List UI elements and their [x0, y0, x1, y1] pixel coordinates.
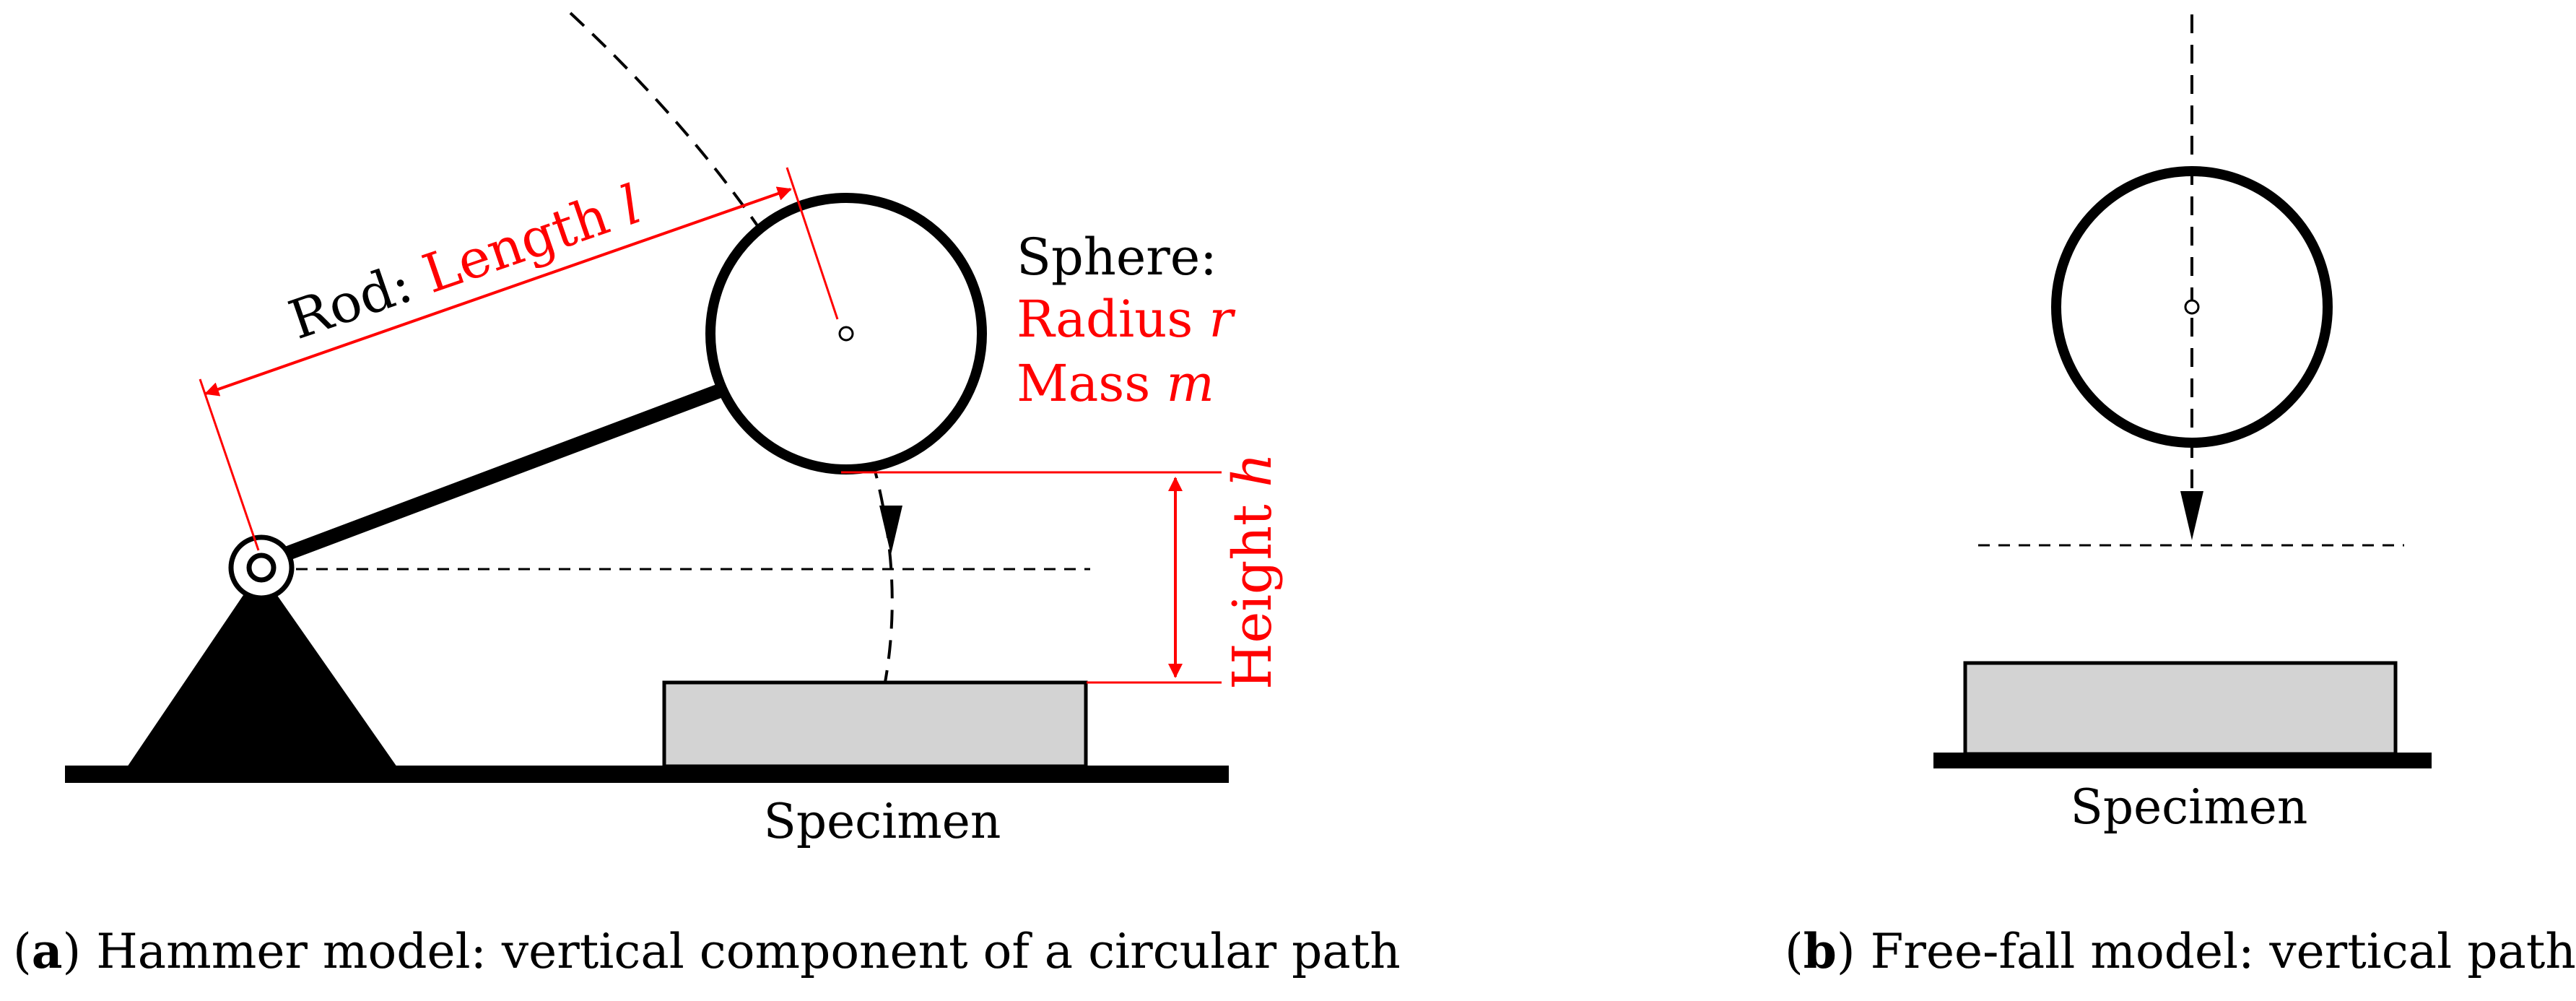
specimen-label-a: Specimen [764, 794, 1001, 849]
pivot-support [127, 571, 397, 767]
length-extension-right [786, 167, 839, 320]
radius-label: Radius r [1017, 290, 1236, 349]
panel-b-free-fall-model: Specimen [1933, 14, 2432, 835]
pivot-joint-inner [246, 552, 277, 583]
height-label: Height h [1222, 453, 1284, 690]
sphere-b [2051, 166, 2333, 448]
specimen-label-b: Specimen [2071, 779, 2308, 835]
ground-base-b [1933, 753, 2432, 768]
sphere-center-b [2184, 299, 2200, 315]
sphere-label: Sphere: [1017, 228, 1217, 287]
ground-base-a [65, 766, 1229, 783]
caption-a: (a) Hammer model: vertical component of … [13, 923, 1401, 979]
specimen-block-b [1963, 661, 2398, 756]
length-dimension-arrow [204, 186, 792, 396]
mass-label: Mass m [1017, 354, 1214, 413]
caption-b: (b) Free-fall model: vertical path [1785, 923, 2576, 979]
length-extension-left [199, 378, 260, 551]
panel-a-hammer-model: Rod: Length l Sphere: Radius r Mass m He… [65, 12, 1284, 849]
rod-length-label: Rod: Length l [282, 173, 649, 352]
sphere-center-a [838, 326, 854, 342]
rod [268, 381, 728, 567]
specimen-block-a [662, 680, 1088, 768]
circular-path-arrowhead [879, 506, 902, 555]
vertical-path-arrowhead [2180, 491, 2203, 540]
